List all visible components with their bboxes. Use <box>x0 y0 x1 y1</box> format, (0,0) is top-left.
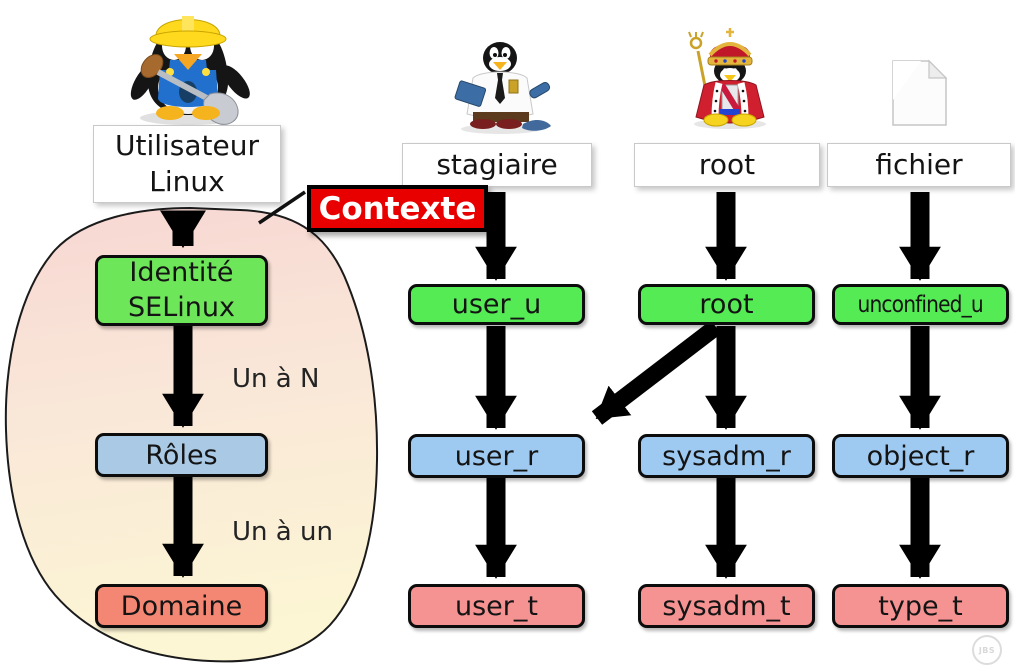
domain-box: Domaine <box>95 584 268 628</box>
type-box-user_t: user_t <box>408 584 585 628</box>
column-label-fichier: fichier <box>827 143 1011 187</box>
linux-user-line2: Linux <box>149 165 225 198</box>
column-label-root: root <box>634 143 820 187</box>
cardinality-one-to-one: Un à un <box>232 517 333 547</box>
type-box-type_t: type_t <box>832 584 1009 628</box>
arrow-root-to-user_r <box>591 320 722 425</box>
selinux-user-box-unconfined_u: unconfined_u <box>832 284 1009 325</box>
worker-penguin-icon <box>130 16 250 125</box>
cardinality-one-to-n: Un à N <box>232 364 320 394</box>
context-tag: Contexte <box>307 185 488 232</box>
roles-box: Rôles <box>95 433 268 477</box>
king-penguin-icon <box>688 28 766 129</box>
role-box-object_r: object_r <box>832 434 1009 478</box>
identity-line2: SELinux <box>128 291 235 323</box>
blob-to-context-connector <box>258 190 306 225</box>
selinux-user-box-user_u: user_u <box>408 284 585 325</box>
watermark-badge: JBS <box>972 635 1002 665</box>
linux-user-line1: Utilisateur <box>114 128 260 162</box>
linux-user-label: Utilisateur Linux <box>93 125 281 203</box>
selinux-user-box-root: root <box>638 284 815 325</box>
role-box-sysadm_r: sysadm_r <box>638 434 815 478</box>
identity-selinux-box: Identité SELinux <box>95 255 268 326</box>
type-box-sysadm_t: sysadm_t <box>638 584 815 628</box>
document-icon <box>892 59 948 126</box>
role-box-user_r: user_r <box>408 434 585 478</box>
intern-penguin-icon <box>454 42 551 134</box>
column-label-stagiaire: stagiaire <box>402 143 592 187</box>
unconfined_u-label: unconfined_u <box>857 291 984 318</box>
identity-line1: Identité <box>129 256 234 288</box>
